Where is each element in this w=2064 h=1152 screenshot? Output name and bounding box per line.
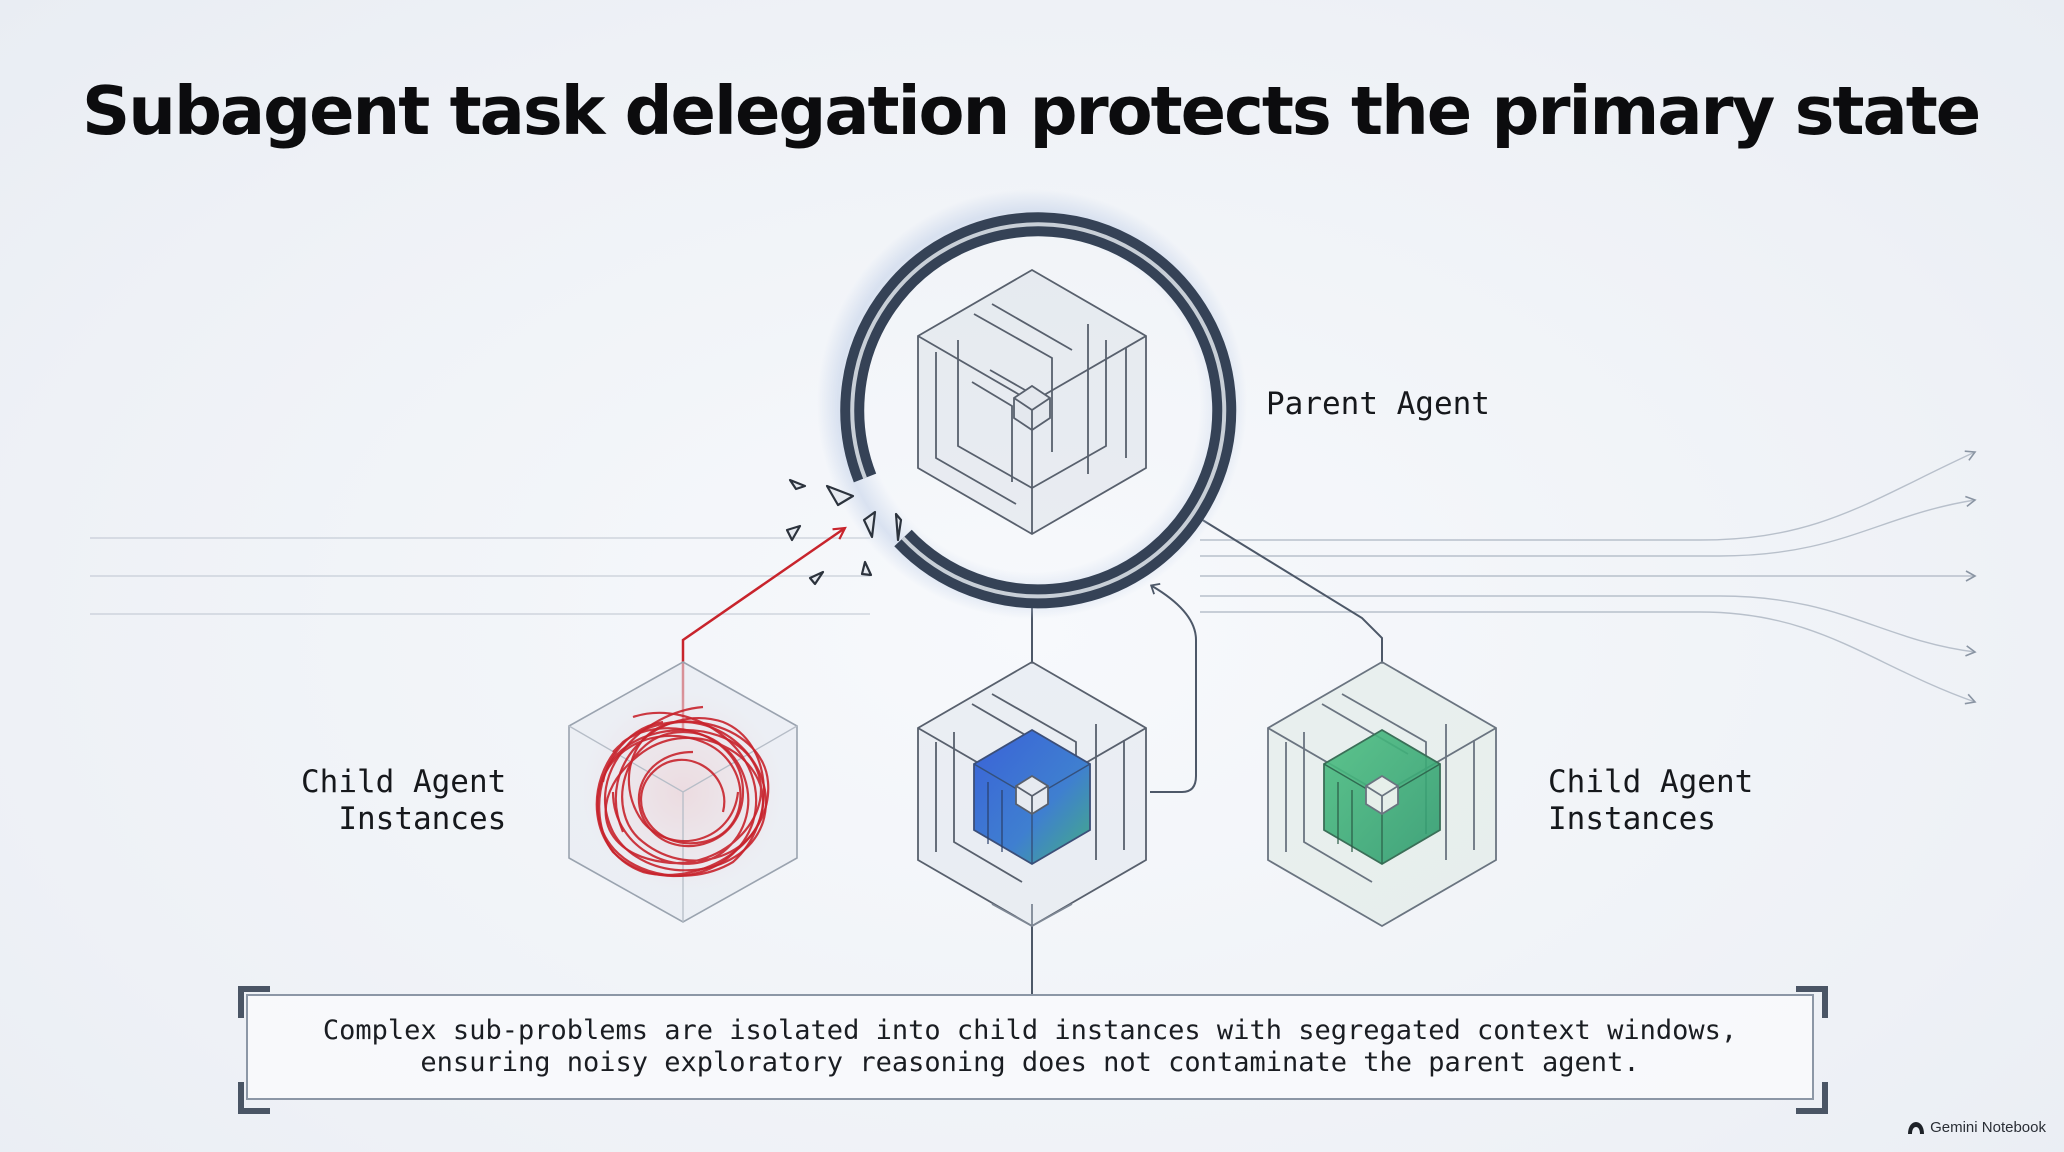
brand-text: Gemini Notebook [1930,1119,2046,1136]
notebook-icon [1908,1121,1925,1134]
caption-line-2: ensuring noisy exploratory reasoning doe… [420,1047,1640,1078]
brand-watermark: Gemini Notebook [1907,1119,2046,1136]
caption-line-1: Complex sub-problems are isolated into c… [322,1015,1738,1046]
caption-bracket-bl [238,1082,270,1114]
caption-bracket-tl [238,986,270,1018]
shard-icon [785,478,903,586]
page-title: Subagent task delegation protects the pr… [82,72,1981,150]
tangled-cube-icon [568,661,798,923]
child-agent-label-left: Child Agent Instances [301,764,507,837]
green-core-cube-icon [1267,660,1497,928]
caption-bracket-tr [1796,986,1828,1018]
parent-agent-label: Parent Agent [1266,386,1490,422]
flow-lines [90,450,1977,705]
parent-cube-icon [917,268,1147,536]
child-agent-label-right: Child Agent Instances [1548,764,1754,837]
blue-core-cube-icon [917,660,1147,928]
caption-box: Complex sub-problems are isolated into c… [246,994,1814,1100]
caption-bracket-br [1796,1082,1828,1114]
